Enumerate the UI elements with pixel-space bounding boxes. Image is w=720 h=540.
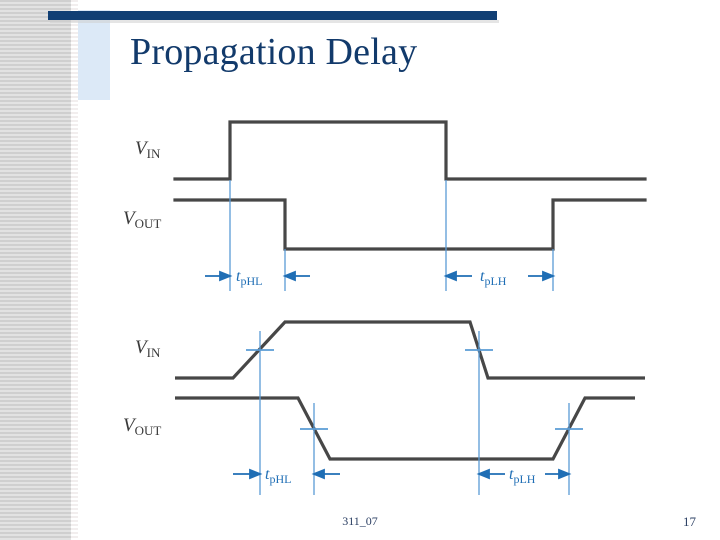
label-tplh-subscript-2: pLH <box>513 472 536 486</box>
waveform-vout-ramped <box>175 396 635 461</box>
decorative-gray-band-edge <box>71 0 78 540</box>
label-vin-subscript-2: IN <box>146 345 161 360</box>
label-vin-figure2: VIN <box>135 337 160 361</box>
navy-bar-shadow <box>50 20 499 23</box>
arrow-plh-left-head <box>443 270 457 282</box>
label-tplh-figure1: tpLH <box>480 268 506 289</box>
label-vout-subscript-2: OUT <box>134 423 162 438</box>
waveform-vin-ideal <box>173 120 647 181</box>
label-tphl-symbol: t <box>236 268 241 285</box>
figure-ideal-square-waveforms: VIN VOUT tpHL tpLH <box>123 120 647 291</box>
label-tphl-symbol-2: t <box>265 466 270 483</box>
arrow-phl-left-head <box>219 270 233 282</box>
arrow2-plh-left-head <box>476 468 490 480</box>
label-vout-figure2: VOUT <box>123 415 161 439</box>
label-vout-symbol-2: V <box>123 415 135 436</box>
navy-title-rule <box>48 11 497 20</box>
label-vout-symbol: V <box>123 208 135 229</box>
label-tphl-figure2: tpHL <box>265 466 291 487</box>
arrow2-phl-left-head <box>249 468 263 480</box>
footer-page-number: 17 <box>683 514 696 529</box>
label-vin-figure1: VIN <box>135 138 160 162</box>
decorative-blue-box <box>78 10 110 100</box>
waveform-vout-ideal <box>173 198 647 251</box>
label-tphl-subscript-2: pHL <box>269 472 292 486</box>
arrow2-plh-right-head <box>558 468 572 480</box>
label-tphl-subscript: pHL <box>240 274 263 288</box>
label-tplh-symbol-2: t <box>509 466 514 483</box>
label-vout-figure1: VOUT <box>123 208 161 232</box>
label-vout-subscript: OUT <box>134 216 162 231</box>
arrow-plh-right-head <box>542 270 556 282</box>
label-vin-subscript: IN <box>146 146 161 161</box>
label-tplh-symbol: t <box>480 268 485 285</box>
arrow-phl-right-head <box>282 270 296 282</box>
label-tplh-figure2: tpLH <box>509 466 535 487</box>
footer-slide-code: 311_07 <box>342 514 378 528</box>
label-vin-symbol-2: V <box>135 337 147 358</box>
decorative-gray-band <box>0 0 71 540</box>
page-title: Propagation Delay <box>130 31 418 73</box>
label-vin-symbol: V <box>135 138 147 159</box>
arrow2-phl-right-head <box>311 468 325 480</box>
label-tplh-subscript: pLH <box>484 274 507 288</box>
label-tphl-figure1: tpHL <box>236 268 262 289</box>
waveform-vin-ramped <box>175 320 645 380</box>
